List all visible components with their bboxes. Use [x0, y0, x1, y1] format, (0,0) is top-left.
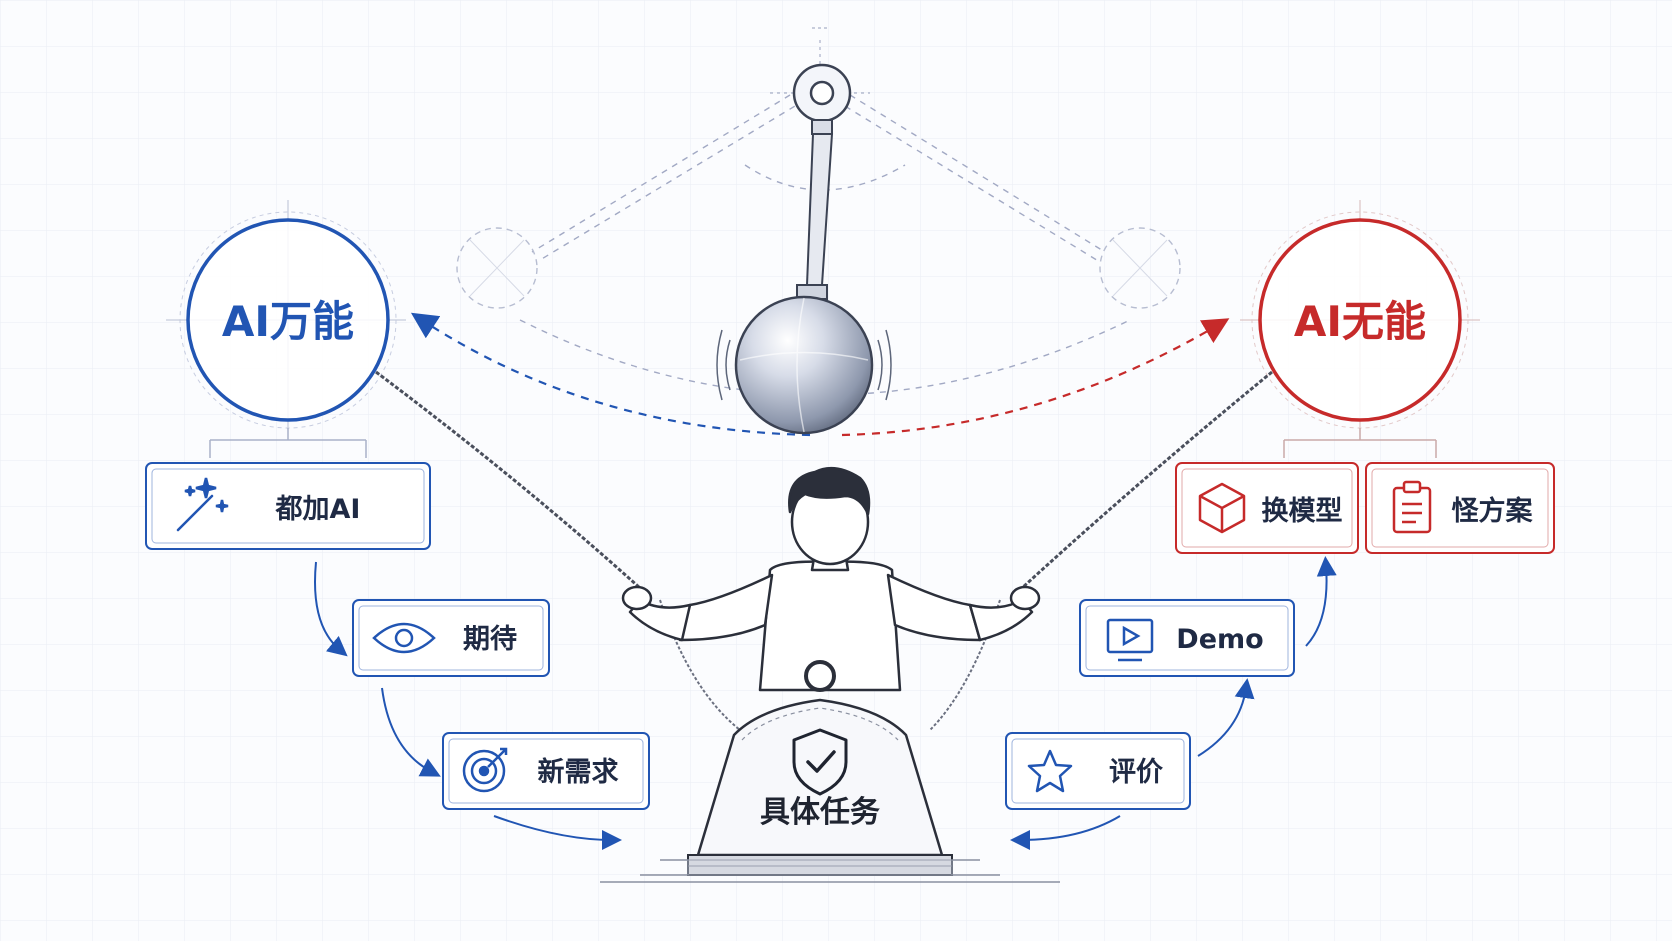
- target-icon: [462, 747, 508, 793]
- pole-left: AI万能: [166, 200, 406, 438]
- right-flow-arrow-1: [1010, 815, 1121, 850]
- right-cycle-label-1: 评价: [1109, 757, 1164, 788]
- left-cycle-item-2: 期待: [352, 599, 550, 677]
- star-icon: [1027, 749, 1073, 793]
- cube-icon: [1198, 482, 1246, 534]
- right-flow-arrow-2: [1197, 678, 1255, 757]
- left-cycle-label-2: 期待: [463, 624, 517, 655]
- ghost-ball-left-cross: [469, 239, 525, 297]
- swing-arrow-right: [841, 318, 1230, 437]
- clipboard-icon: [1392, 480, 1432, 534]
- left-cycle-item-1: 都加AI: [145, 462, 431, 550]
- right-flow-arrow-3: [1305, 556, 1337, 647]
- rope-left: [375, 370, 642, 590]
- magic-wand-icon: [176, 477, 229, 532]
- eye-icon: [372, 622, 436, 654]
- left-flow-arrow-2: [381, 687, 441, 777]
- right-cycle-item-4: 怪方案: [1365, 462, 1555, 554]
- left-flow-arrow-1: [314, 561, 348, 657]
- pole-left-label: AI万能: [222, 297, 354, 346]
- right-cycle-label-4: 怪方案: [1452, 495, 1534, 527]
- left-flow-arrow-3: [493, 815, 622, 850]
- right-cycle-label-2: Demo: [1176, 624, 1263, 655]
- left-cycle-label-3: 新需求: [538, 756, 619, 788]
- left-cycle-label-1: 都加AI: [275, 494, 361, 525]
- ghost-ball-right-cross: [1112, 239, 1168, 297]
- ghost-ball-left: [456, 227, 538, 309]
- right-cycle-label-3: 换模型: [1262, 496, 1343, 527]
- ghost-ball-right: [1099, 227, 1181, 309]
- pendulum-ball: [734, 295, 874, 435]
- anchor-weight-label: 具体任务: [760, 795, 880, 830]
- right-cycle-item-2: Demo: [1079, 599, 1295, 677]
- pendulum: [716, 63, 892, 435]
- anchor-weight: 具体任务: [600, 660, 1060, 883]
- rope-right: [1020, 370, 1273, 590]
- bracket-left: [209, 428, 367, 458]
- right-cycle-item-1: 评价: [1005, 732, 1191, 810]
- pole-right: AI无能: [1240, 200, 1480, 438]
- left-cycle-item-3: 新需求: [442, 732, 650, 810]
- person-figure: [621, 466, 1041, 692]
- right-cycle-item-3: 换模型: [1175, 462, 1359, 554]
- pole-right-label: AI无能: [1294, 297, 1426, 346]
- bracket-right: [1283, 428, 1437, 458]
- monitor-play-icon: [1106, 618, 1154, 662]
- shield-check-icon: [792, 728, 848, 796]
